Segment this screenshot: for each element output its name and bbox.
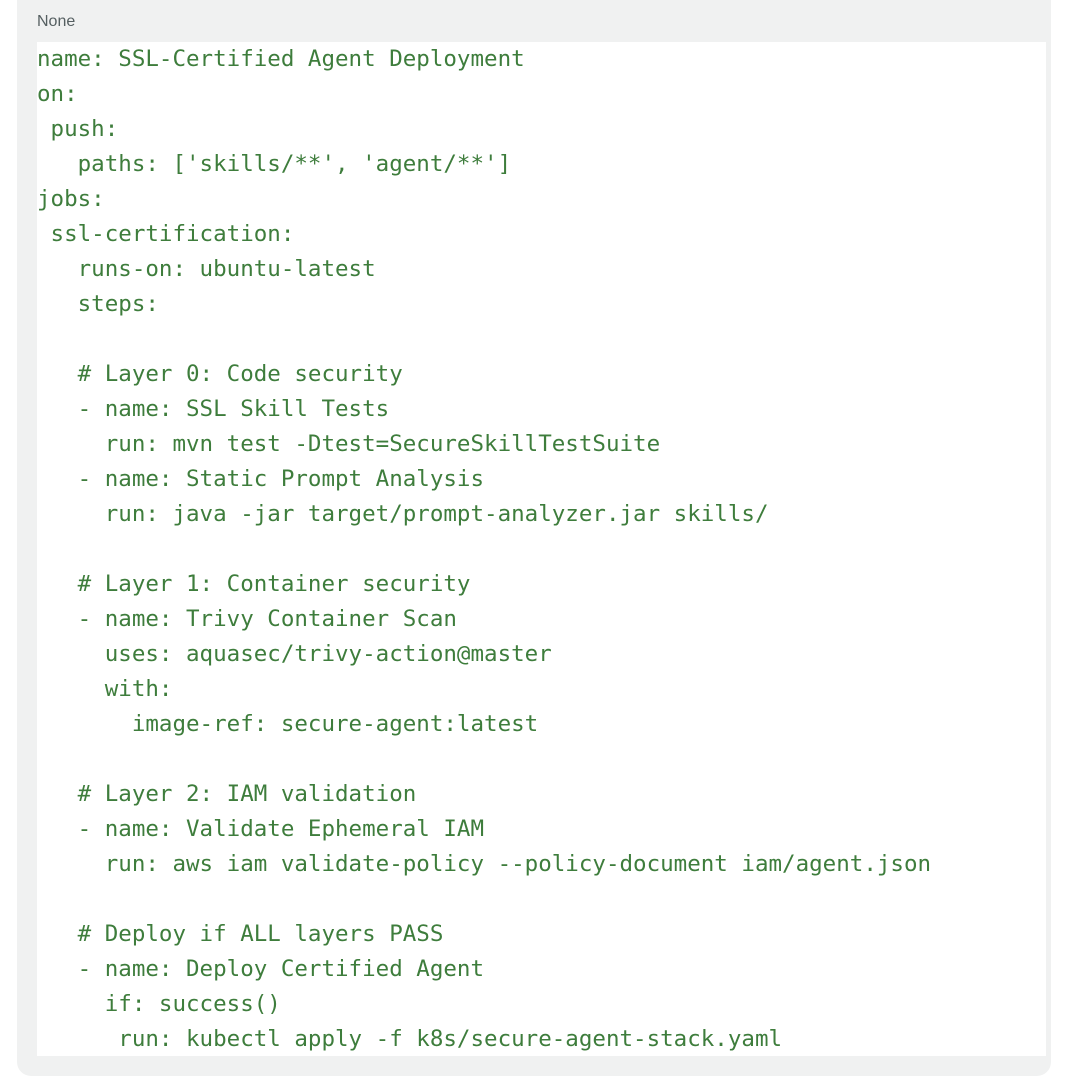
code-line: run: mvn test -Dtest=SecureSkillTestSuit… [37,431,661,457]
code-line: # Layer 1: Container security [37,571,471,597]
code-line: uses: aquasec/trivy-action@master [37,641,552,667]
code-line: on: [37,81,78,107]
code-line: runs-on: ubuntu-latest [37,256,376,282]
code-line: jobs: [37,186,105,212]
code-line: steps: [37,291,159,317]
code-line: - name: Validate Ephemeral IAM [37,816,485,842]
code-line [37,532,931,567]
code-language-label: None [37,13,76,30]
code-line: - name: Deploy Certified Agent [37,956,485,982]
code-line: - name: Static Prompt Analysis [37,466,485,492]
code-line: # Layer 2: IAM validation [37,781,417,807]
code-line: # Deploy if ALL layers PASS [37,921,444,947]
code-line: image-ref: secure-agent:latest [37,711,539,737]
code-line [37,882,931,917]
code-line [37,742,931,777]
code-line: # Layer 0: Code security [37,361,403,387]
code-block-card: None name: SSL-Certified Agent Deploymen… [17,0,1051,1076]
code-line: ssl-certification: [37,221,295,247]
code-line: - name: Trivy Container Scan [37,606,457,632]
code-line: run: java -jar target/prompt-analyzer.ja… [37,501,769,527]
code-line: run: aws iam validate-policy --policy-do… [37,851,932,877]
code-line: run: kubectl apply -f k8s/secure-agent-s… [37,1026,783,1052]
code-line: paths: ['skills/**', 'agent/**'] [37,151,512,177]
code-line: if: success() [37,991,281,1017]
code-line [37,322,931,357]
code-line: - name: SSL Skill Tests [37,396,390,422]
code-line: push: [37,116,119,142]
code-line: with: [37,676,173,702]
code-line: name: SSL-Certified Agent Deployment [37,46,525,72]
